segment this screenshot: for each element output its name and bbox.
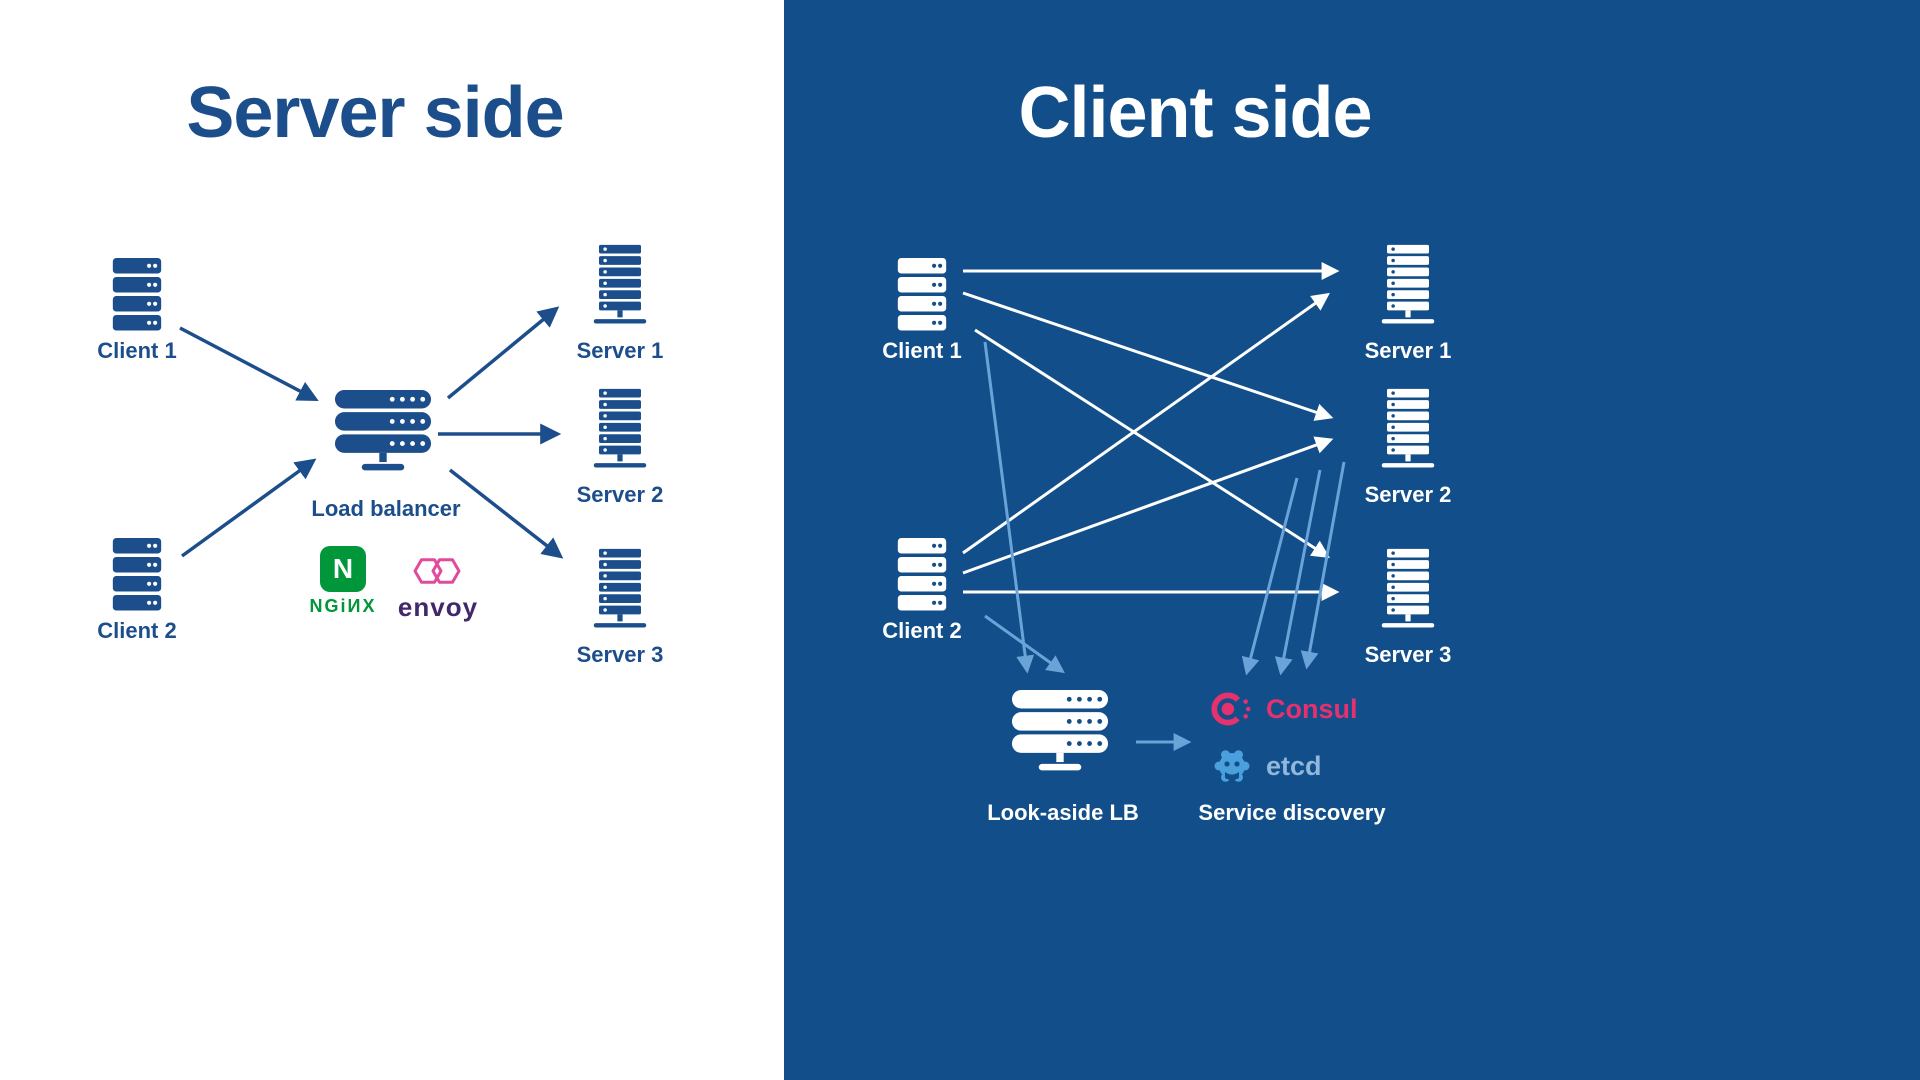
lookaside-lb-label: Look-aside LB [987, 800, 1139, 825]
server-tower-icon [592, 388, 648, 470]
etcd-wordmark: etcd [1266, 750, 1322, 781]
server-2-icon-right [1380, 388, 1436, 470]
client-stack-icon [111, 538, 163, 614]
server-3-label-right: Server 3 [1364, 642, 1452, 667]
etcd-icon [1214, 750, 1250, 782]
load-balancer-rack-icon [331, 390, 435, 475]
client-1-label-right: Client 1 [882, 338, 962, 363]
client-2-label-left: Client 2 [97, 618, 177, 643]
client-1-label-left: Client 1 [97, 338, 177, 363]
etcd-logo-row: etcd [1210, 744, 1322, 788]
nginx-wordmark: NGiИX [309, 596, 377, 616]
client-2-icon-right [896, 538, 948, 614]
load-balancer-icon [331, 390, 435, 475]
client-side-title: Client side [1018, 73, 1372, 153]
load-balancer-label: Load balancer [311, 496, 461, 521]
envoy-logo [408, 548, 468, 594]
server-2-label-right: Server 2 [1364, 482, 1452, 507]
client-stack-icon [896, 258, 948, 334]
load-balancer-rack-icon [1008, 690, 1112, 775]
server-tower-icon [592, 244, 648, 326]
server-1-label-left: Server 1 [576, 338, 664, 363]
client-stack-icon [896, 538, 948, 614]
server-1-label-right: Server 1 [1364, 338, 1452, 363]
server-tower-icon [1380, 548, 1436, 630]
nginx-logo-letter: N [332, 553, 354, 584]
server-3-label-left: Server 3 [576, 642, 664, 667]
server-tower-icon [592, 548, 648, 630]
server-tower-icon [1380, 244, 1436, 326]
server-tower-icon [1380, 388, 1436, 470]
client-stack-icon [111, 258, 163, 334]
client-side-panel [784, 0, 1920, 1080]
envoy-hexagons-icon [413, 558, 461, 584]
server-3-icon-left [592, 548, 648, 630]
client-1-icon-right [896, 258, 948, 334]
server-1-icon-left [592, 244, 648, 326]
lookaside-lb-icon [1008, 690, 1112, 775]
client-2-label-right: Client 2 [882, 618, 962, 643]
server-2-icon-left [592, 388, 648, 470]
nginx-logo: N [320, 546, 366, 592]
server-3-icon-right [1380, 548, 1436, 630]
service-discovery-label: Service discovery [1198, 800, 1386, 825]
client-2-icon-left [111, 538, 163, 614]
server-2-label-left: Server 2 [576, 482, 664, 507]
server-side-title: Server side [186, 73, 564, 153]
consul-icon [1211, 692, 1251, 726]
consul-wordmark: Consul [1266, 693, 1358, 724]
server-1-icon-right [1380, 244, 1436, 326]
client-1-icon-left [111, 258, 163, 334]
consul-logo-row: Consul [1208, 686, 1358, 732]
envoy-wordmark: envoy [397, 592, 479, 622]
